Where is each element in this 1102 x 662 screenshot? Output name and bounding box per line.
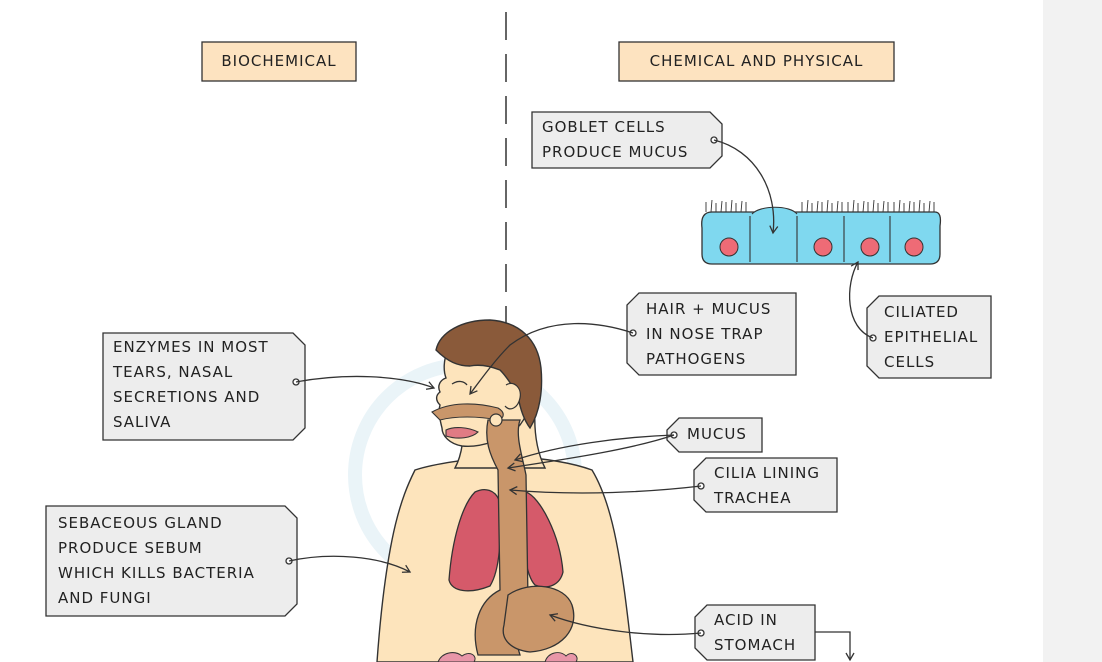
left-lung: [448, 489, 501, 592]
ciliated-cell-icon: [701, 199, 942, 265]
enzymes-box: [102, 332, 306, 441]
label-cilia-lining: CILIA LINING TRACHEA: [714, 464, 820, 507]
human-body-icon: [376, 319, 634, 662]
connector-arrows: [285, 136, 877, 662]
acid-box: [694, 604, 816, 661]
label-ciliated-cells: CILIATED EPITHELIAL CELLS: [884, 303, 979, 371]
label-goblet-cells: GOBLET CELLS PRODUCE MUCUS: [542, 118, 689, 161]
label-enzymes: ENZYMES IN MOST TEARS, NASAL SECRETIONS …: [113, 338, 269, 431]
goblet-box: [531, 111, 723, 169]
stomach: [502, 585, 575, 653]
label-hair-mucus: HAIR + MUCUS IN NOSE TRAP PATHOGENS: [646, 300, 772, 368]
header-chemical-physical: CHEMICAL AND PHYSICAL: [649, 52, 864, 70]
label-acid-stomach: ACID IN STOMACH: [714, 611, 797, 654]
hair: [435, 319, 543, 430]
header-biochemical: BIOCHEMICAL: [221, 52, 337, 70]
mouth: [445, 427, 479, 439]
mucus-box: [666, 417, 763, 453]
label-sebaceous: SEBACEOUS GLAND PRODUCE SEBUM WHICH KILL…: [58, 514, 255, 607]
ciliated-box: [866, 295, 992, 379]
header-chemical-physical-box: [618, 41, 895, 82]
sebaceous-box: [45, 505, 298, 617]
label-boxes: [45, 41, 992, 661]
label-mucus: MUCUS: [687, 425, 747, 443]
hair-mucus-box: [626, 292, 797, 376]
header-biochemical-box: [201, 41, 357, 82]
cilia-lining-box: [693, 457, 838, 513]
right-margin-panel: [1043, 0, 1102, 662]
